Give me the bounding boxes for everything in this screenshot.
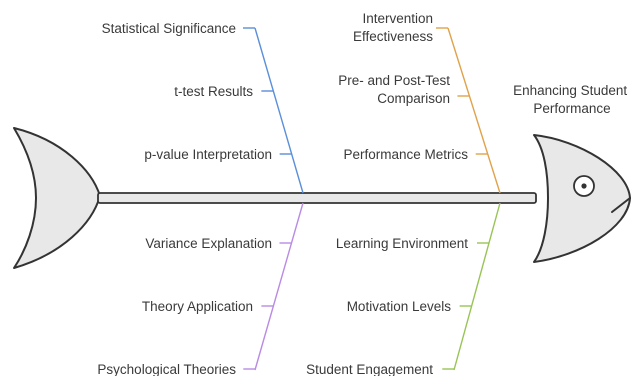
cause-label-line: Motivation Levels	[347, 299, 452, 314]
head-label-line: Performance	[533, 101, 610, 116]
cause-label-line: Statistical Significance	[102, 21, 236, 36]
cause-label: Learning Environment	[336, 236, 468, 251]
fish-tail	[13, 127, 101, 269]
branch-bone	[453, 202, 501, 371]
cause-label: Motivation Levels	[347, 299, 452, 314]
branch-blue: Statistical Significance t-test Results p-…	[102, 21, 304, 194]
bones-layer: Statistical Significance t-test Results p-…	[97, 11, 501, 376]
head-label-line: Enhancing Student	[513, 83, 627, 98]
cause-label-line: p-value Interpretation	[144, 147, 272, 162]
fish-mouth	[611, 197, 631, 213]
cause-label-line: Effectiveness	[353, 29, 433, 44]
cause-label-line: Pre- and Post-Test	[338, 73, 450, 88]
fish-spine	[97, 192, 537, 204]
cause-label: t-test Results	[174, 84, 253, 99]
cause-label: Variance Explanation	[145, 236, 272, 251]
branch-bone	[447, 27, 501, 194]
cause-label-line: Psychological Theories	[97, 362, 236, 376]
branch-bone	[254, 27, 304, 194]
cause-label-line: Learning Environment	[336, 236, 468, 251]
head-label: Enhancing Student Performance	[513, 83, 631, 116]
cause-label: Statistical Significance	[102, 21, 236, 36]
cause-label: Theory Application	[142, 299, 253, 314]
cause-label-line: t-test Results	[174, 84, 253, 99]
fish-head	[533, 134, 631, 263]
cause-label-line: Variance Explanation	[145, 236, 272, 251]
cause-label-line: Comparison	[377, 91, 450, 106]
branch-bone	[254, 202, 304, 371]
cause-label-line: Student Engagement	[306, 362, 433, 376]
cause-label-line: Theory Application	[142, 299, 253, 314]
cause-label: Psychological Theories	[97, 362, 236, 376]
cause-label: Student Engagement	[306, 362, 433, 376]
fish-eye-pupil	[581, 183, 587, 189]
cause-label-line: Intervention	[362, 11, 433, 26]
cause-label: Performance Metrics	[343, 147, 468, 162]
cause-label-line: Performance Metrics	[343, 147, 468, 162]
cause-label: p-value Interpretation	[144, 147, 272, 162]
